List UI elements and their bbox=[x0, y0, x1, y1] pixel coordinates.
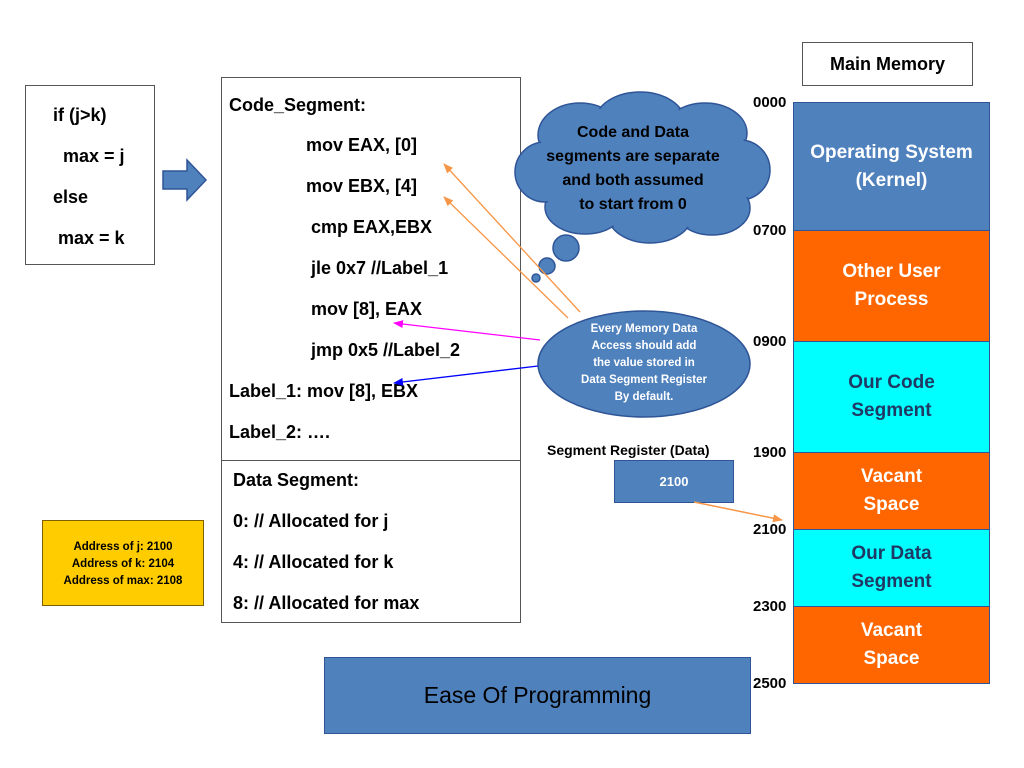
code-line: cmp EAX,EBX bbox=[311, 217, 433, 237]
block-line: Space bbox=[863, 648, 920, 669]
block-line: Other User bbox=[842, 261, 941, 282]
banner: Ease Of Programming bbox=[324, 657, 751, 734]
main-memory-title-box: Main Memory bbox=[802, 42, 973, 86]
memory-address: 2300 bbox=[753, 598, 787, 615]
block-line: Our Code bbox=[848, 372, 935, 393]
data-line: 4: // Allocated for k bbox=[233, 552, 394, 572]
block-line: Process bbox=[854, 289, 929, 310]
code-line: jle 0x7 //Label_1 bbox=[311, 258, 449, 278]
memory-address: 1900 bbox=[753, 444, 787, 461]
cloud-line: Code and Data bbox=[576, 124, 689, 141]
data-segment-title: Data Segment: bbox=[233, 470, 360, 490]
segment-register-value: 2100 bbox=[659, 474, 689, 489]
code-line: jmp 0x5 //Label_2 bbox=[311, 340, 461, 360]
block-line: Segment bbox=[851, 400, 932, 421]
code-line: mov EBX, [4] bbox=[306, 176, 418, 196]
data-line: 0: // Allocated for j bbox=[233, 511, 389, 531]
cloud-text: Code and Data segments are separate and … bbox=[528, 121, 738, 217]
ellipse-line: Access should add bbox=[591, 340, 697, 352]
data-line: 8: // Allocated for max bbox=[233, 593, 420, 613]
block-line: Space bbox=[863, 494, 920, 515]
block-line: Vacant bbox=[860, 466, 923, 487]
block-line: Segment bbox=[851, 571, 932, 592]
memory-address: 0700 bbox=[753, 222, 787, 239]
code-line: mov EAX, [0] bbox=[306, 135, 418, 155]
ellipse-line: Data Segment Register bbox=[581, 374, 707, 386]
banner-text: Ease Of Programming bbox=[423, 682, 652, 708]
arrow-register-to-data-segment bbox=[693, 501, 783, 523]
cloud-line: to start from 0 bbox=[579, 196, 687, 213]
block-line: Operating System bbox=[810, 141, 973, 163]
address-line: Address of k: 2104 bbox=[71, 558, 175, 570]
pseudo-line-max-k: max = k bbox=[58, 228, 125, 248]
segment-register-label: Segment Register (Data) bbox=[547, 442, 710, 458]
pseudo-line-else: else bbox=[53, 187, 89, 207]
block-line: Vacant bbox=[860, 620, 923, 641]
address-line: Address of max: 2108 bbox=[63, 575, 183, 587]
cloud-line: segments are separate bbox=[546, 148, 720, 165]
ellipse-text: Every Memory Data Access should add the … bbox=[559, 321, 729, 406]
pseudo-code-box: if (j>k) max = j else max = k bbox=[25, 85, 155, 265]
memory-address: 2100 bbox=[753, 521, 787, 538]
address-line: Address of j: 2100 bbox=[73, 541, 173, 553]
memory-block-os: Operating System (Kernel) bbox=[793, 102, 990, 231]
code-line: Label_1: mov [8], EBX bbox=[229, 381, 419, 401]
pseudo-line-max-j: max = j bbox=[63, 146, 125, 166]
main-memory-title: Main Memory bbox=[829, 53, 946, 74]
memory-address: 0900 bbox=[753, 333, 787, 350]
block-line: Our Data bbox=[851, 543, 932, 564]
pseudo-line-if: if (j>k) bbox=[53, 105, 107, 125]
ellipse-line: By default. bbox=[614, 391, 674, 403]
block-line: (Kernel) bbox=[855, 169, 928, 191]
ellipse-line: Every Memory Data bbox=[590, 323, 698, 335]
memory-address: 2500 bbox=[753, 675, 787, 692]
data-segment-box bbox=[221, 460, 521, 623]
segment-register-box: 2100 bbox=[614, 460, 734, 503]
cloud-line: and both assumed bbox=[562, 172, 704, 189]
code-line: Label_2: …. bbox=[229, 422, 331, 442]
code-line: mov [8], EAX bbox=[311, 299, 423, 319]
memory-address: 0000 bbox=[753, 94, 787, 111]
code-segment-title: Code_Segment: bbox=[229, 95, 367, 115]
ellipse-line: the value stored in bbox=[593, 357, 695, 369]
address-note: Address of j: 2100 Address of k: 2104 Ad… bbox=[42, 520, 204, 606]
